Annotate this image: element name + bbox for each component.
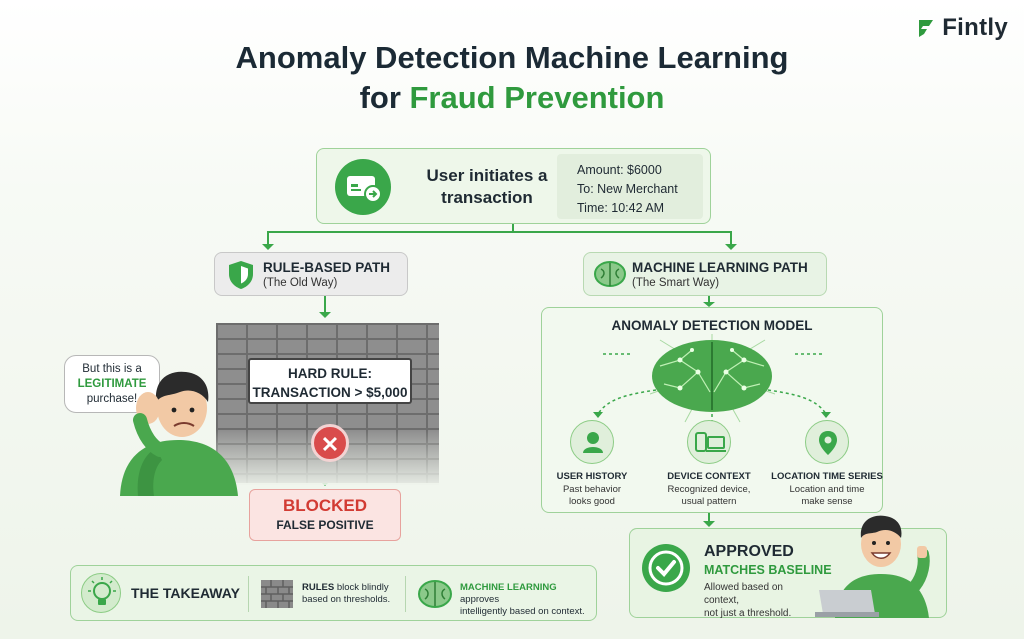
user-icon xyxy=(570,420,614,464)
rules-text: block blindly xyxy=(334,582,389,593)
approved-label: APPROVED xyxy=(704,543,794,560)
feature-desc-line: make sense xyxy=(801,496,853,507)
transaction-merchant: To: New Merchant xyxy=(577,182,678,196)
rule-line-2: TRANSACTION > $5,000 xyxy=(252,385,408,400)
takeaway-ml-text: MACHINE LEARNING approves intelligently … xyxy=(460,582,596,618)
takeaway-ml-line-2: intelligently based on context. xyxy=(460,606,585,617)
title-line-1: Anomaly Detection Machine Learning xyxy=(235,40,789,75)
model-title: ANOMALY DETECTION MODEL xyxy=(611,318,813,333)
feature-desc-location: Location and time make sense xyxy=(767,484,887,508)
transaction-amount: Amount: $6000 xyxy=(577,163,662,177)
takeaway-divider xyxy=(248,576,249,612)
ml-path-title: MACHINE LEARNING PATH xyxy=(632,260,808,275)
happy-person-illustration xyxy=(815,515,930,618)
rules-emphasis: RULES xyxy=(302,582,335,593)
card-arrow-icon xyxy=(335,159,391,215)
feature-desc-line: Past behavior xyxy=(562,484,622,495)
brand-logo: Fintly xyxy=(916,14,1008,42)
feature-desc-line: Location and time xyxy=(789,484,865,495)
title-line-2: for Fraud Prevention xyxy=(0,78,1024,118)
speech-line-3: purchase! xyxy=(86,393,138,405)
brain-icon xyxy=(594,261,626,287)
rule-based-path-header: RULE-BASED PATH (The Old Way) xyxy=(214,252,408,296)
lightbulb-icon xyxy=(81,573,121,613)
feature-title-device-context: DEVICE CONTEXT xyxy=(667,471,751,482)
title-prefix: for xyxy=(359,80,410,115)
network-brain-icon xyxy=(593,334,831,428)
hard-rule-sign: HARD RULE: TRANSACTION > $5,000 xyxy=(248,358,412,404)
takeaway-divider xyxy=(405,576,406,612)
transaction-time: Time: 10:42 AM xyxy=(577,201,665,215)
takeaway-panel: THE TAKEAWAY RULES block blindly based o… xyxy=(70,565,597,621)
shield-icon xyxy=(229,261,253,289)
brand-name: Fintly xyxy=(942,14,1008,41)
feature-desc-line: usual pattern xyxy=(681,496,737,507)
speech-line-1: But this is a xyxy=(82,363,142,375)
takeaway-rules-line-2: based on thresholds. xyxy=(302,594,391,605)
takeaway-rules-text: RULES block blindly based on thresholds. xyxy=(302,582,390,606)
reject-x-icon: ✕ xyxy=(311,424,349,462)
blocked-label: BLOCKED xyxy=(282,496,368,515)
devices-icon xyxy=(687,420,731,464)
rule-line-1: HARD RULE: xyxy=(288,366,372,381)
rule-path-subtitle: (The Old Way) xyxy=(263,277,338,289)
ml-text: approves xyxy=(460,594,500,605)
approved-description: Allowed based on context, not just a thr… xyxy=(704,581,819,620)
page-title: Anomaly Detection Machine Learning for F… xyxy=(0,38,1024,118)
feature-title-location: LOCATION TIME SERIES xyxy=(771,471,883,482)
feature-desc-line: Recognized device, xyxy=(667,484,751,495)
approved-desc-line: not just a threshold. xyxy=(704,608,792,619)
takeaway-rules-line-1: RULES block blindly xyxy=(302,582,390,594)
check-icon xyxy=(642,544,690,592)
takeaway-ml-line-1: MACHINE LEARNING approves xyxy=(460,582,596,606)
title-accent: Fraud Prevention xyxy=(409,80,665,115)
frustrated-person-illustration xyxy=(120,371,238,496)
takeaway-title: THE TAKEAWAY xyxy=(131,585,240,601)
speech-emphasis: LEGITIMATE xyxy=(77,378,147,390)
fintly-logo-icon xyxy=(919,20,934,37)
approved-desc-line: Allowed based on context, xyxy=(704,582,783,606)
rule-path-title: RULE-BASED PATH xyxy=(263,260,390,275)
brain-icon xyxy=(418,580,452,608)
transaction-label: User initiates a transaction xyxy=(426,166,548,207)
brick-icon xyxy=(261,580,293,608)
transaction-start-node: User initiates a transaction Amount: $60… xyxy=(316,148,711,224)
ml-path-header: MACHINE LEARNING PATH (The Smart Way) xyxy=(583,252,827,296)
blocked-result: BLOCKED FALSE POSITIVE xyxy=(249,489,401,541)
feature-title-user-history: USER HISTORY xyxy=(556,471,628,482)
ml-emphasis: MACHINE LEARNING xyxy=(460,582,557,593)
feature-desc-line: looks good xyxy=(569,496,615,507)
approved-sub-label: MATCHES BASELINE xyxy=(704,563,832,577)
false-positive-label: FALSE POSITIVE xyxy=(276,518,374,532)
transaction-details: Amount: $6000 To: New Merchant Time: 10:… xyxy=(557,154,703,219)
location-pin-icon xyxy=(805,420,849,464)
feature-desc-device-context: Recognized device, usual pattern xyxy=(649,484,769,508)
ml-path-subtitle: (The Smart Way) xyxy=(632,277,720,289)
feature-desc-user-history: Past behavior looks good xyxy=(532,484,652,508)
